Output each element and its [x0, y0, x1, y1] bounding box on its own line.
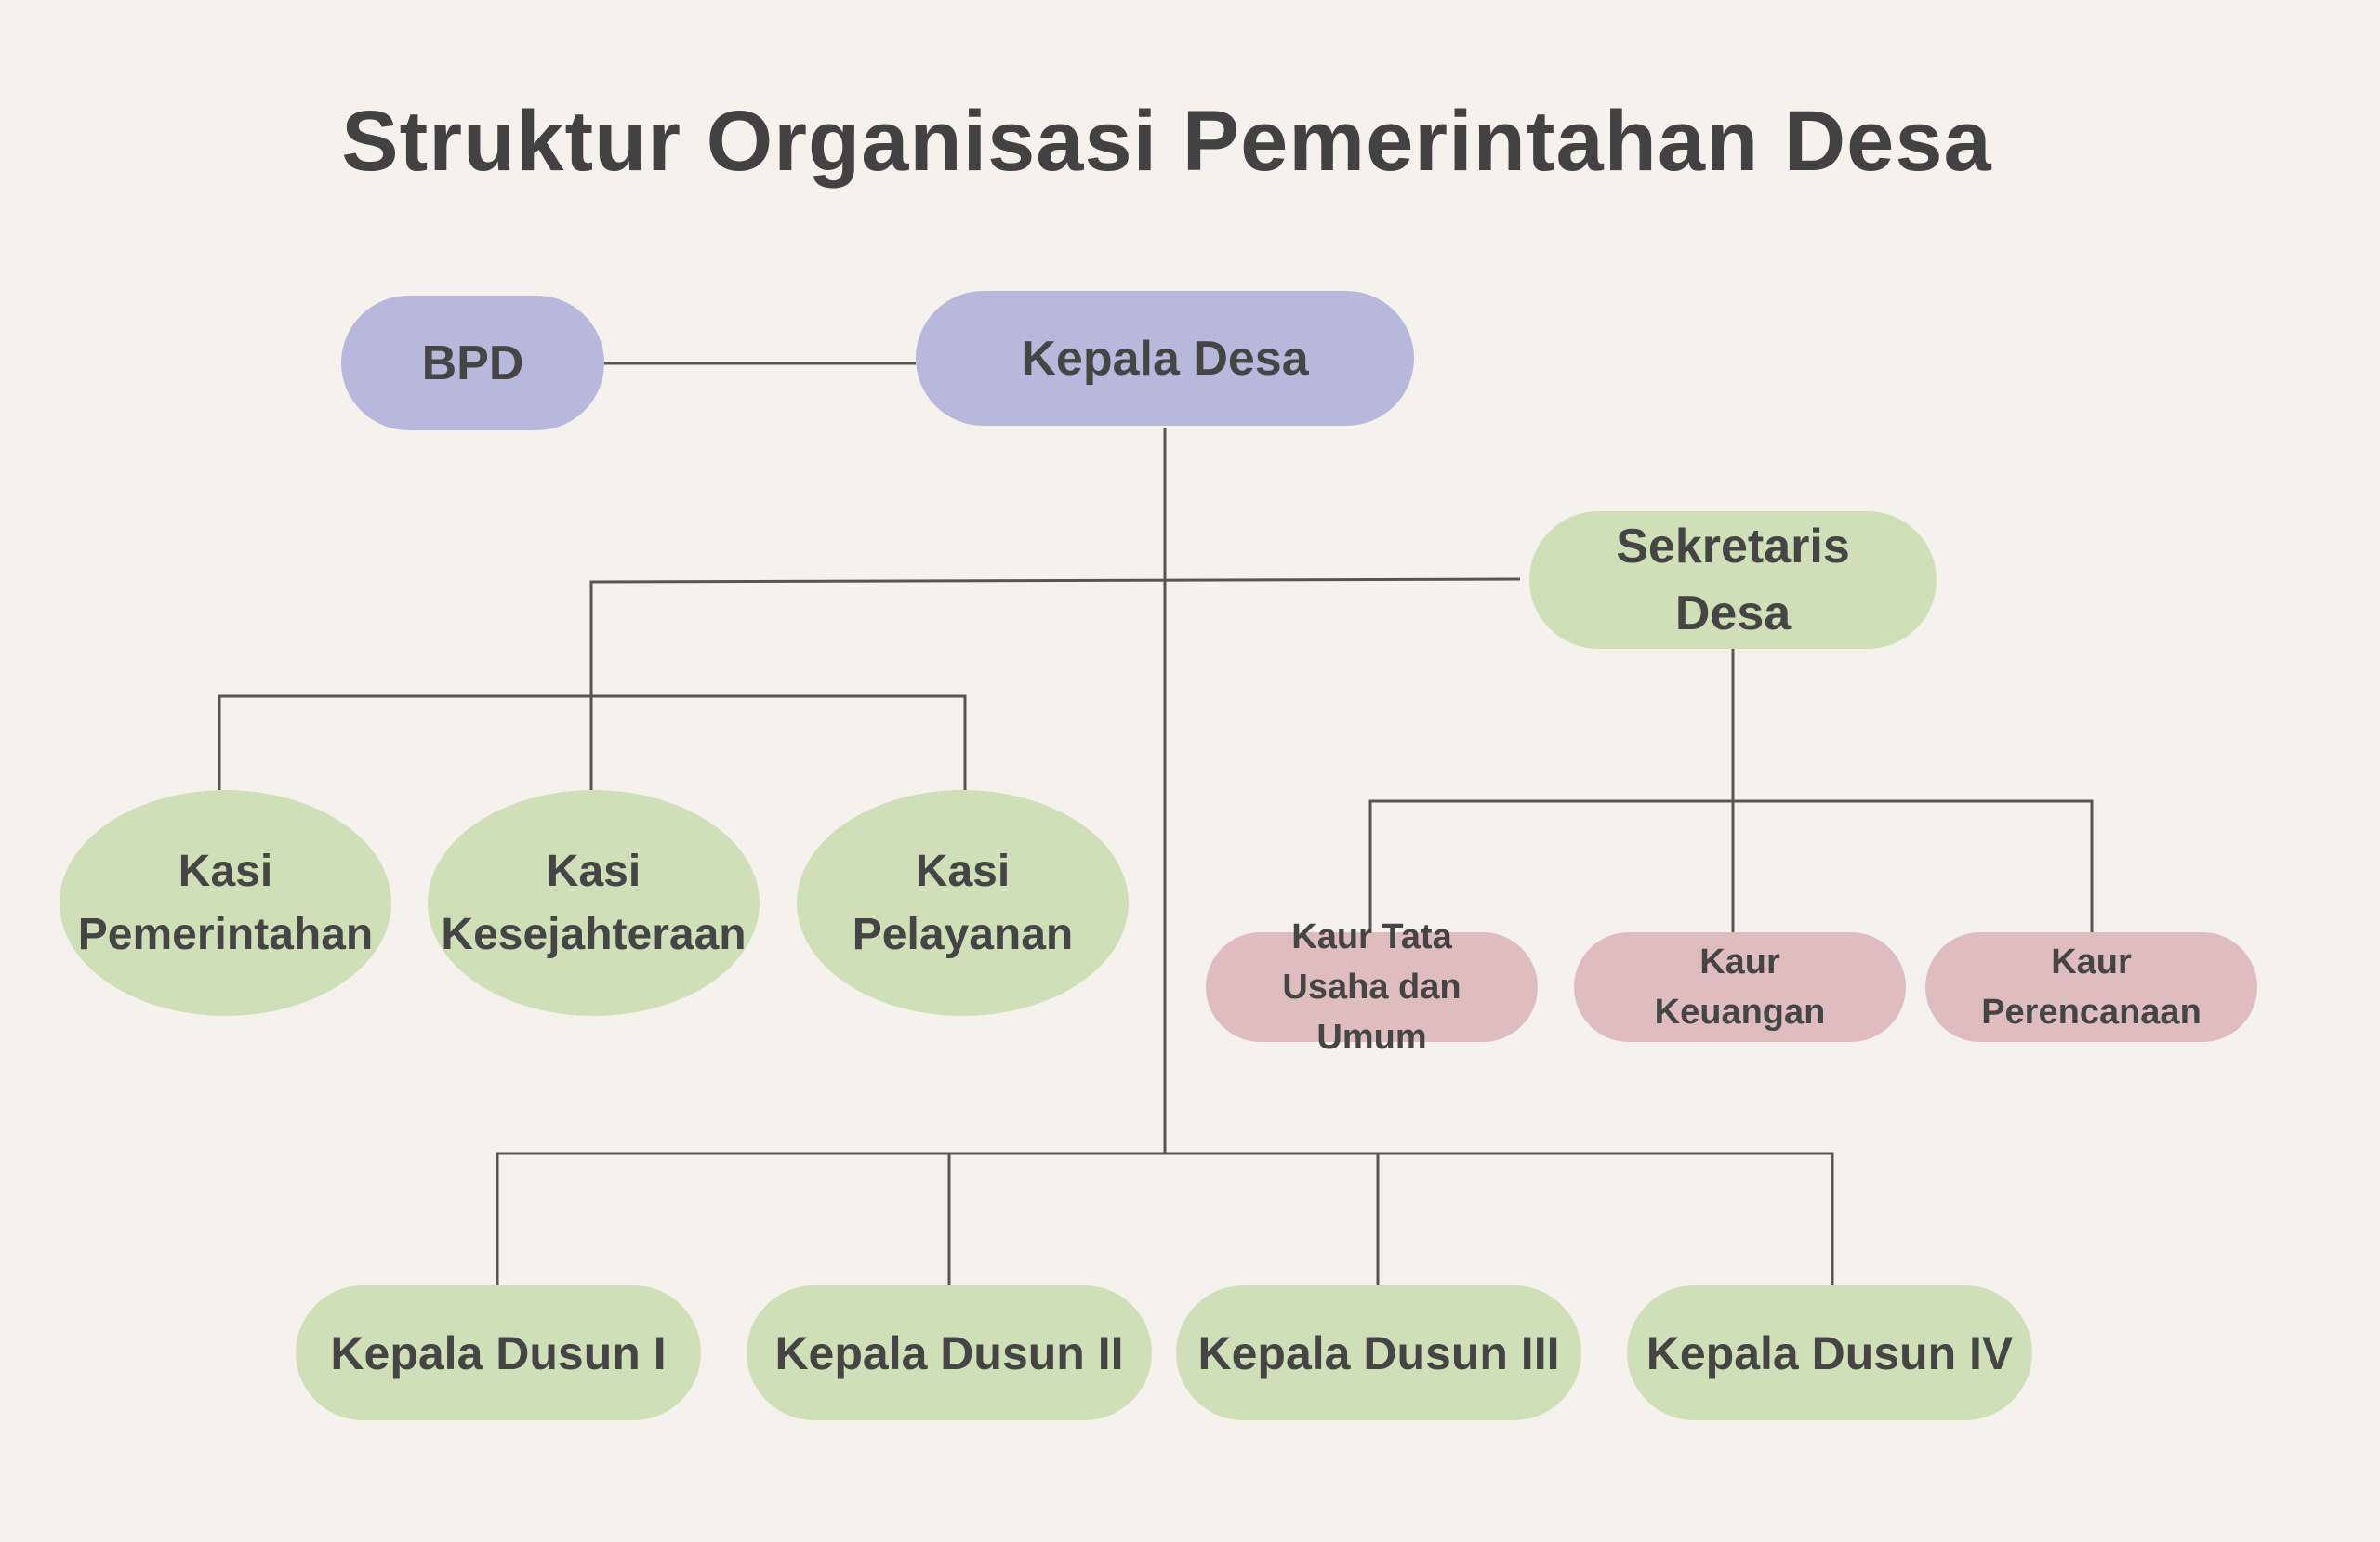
line-kaur-bracket: [1368, 799, 2094, 932]
node-kepala-dusun-1: Kepala Dusun I: [296, 1285, 701, 1420]
node-bpd: BPD: [341, 296, 604, 430]
node-label: Kaur Tata Usaha dan Umum: [1282, 917, 1461, 1057]
line-dusun-bracket: [496, 1152, 1834, 1285]
node-label: Kasi Pelayanan: [852, 846, 1074, 959]
node-kepala-dusun-2: Kepala Dusun II: [747, 1285, 1152, 1420]
node-kaur-tata-usaha: Kaur Tata Usaha dan Umum: [1206, 917, 1538, 1057]
node-label: Kepala Dusun II: [774, 1326, 1124, 1379]
node-sekretaris-desa: Sekretaris Desa: [1529, 511, 1937, 649]
node-kaur-perencanaan: Kaur Perencanaan: [1925, 932, 2257, 1042]
node-kaur-keuangan: Kaur Keuangan: [1574, 932, 1906, 1042]
chart-title: Struktur Organisasi Pemerintahan Desa: [341, 94, 1992, 189]
node-label: BPD: [421, 336, 524, 390]
node-kasi-pemerintahan: Kasi Pemerintahan: [60, 790, 391, 1016]
node-label: Kepala Dusun I: [330, 1326, 667, 1379]
node-kepala-dusun-3: Kepala Dusun III: [1176, 1285, 1581, 1420]
node-label: Kepala Desa: [1021, 331, 1309, 386]
node-kepala-dusun-4: Kepala Dusun IV: [1627, 1285, 2032, 1420]
node-kasi-kesejahteraan: Kasi Kesejahteraan: [428, 790, 760, 1016]
node-label: Kaur Perencanaan: [1981, 942, 2202, 1032]
line-sekretaris-to-kasi: [589, 577, 1521, 790]
node-label: Sekretaris Desa: [1616, 520, 1850, 640]
node-kepala-desa: Kepala Desa: [916, 291, 1414, 426]
node-label: Kepala Dusun IV: [1646, 1326, 2014, 1379]
node-label: Kasi Pemerintahan: [77, 846, 374, 959]
node-label: Kaur Keuangan: [1654, 942, 1826, 1032]
node-label: Kepala Dusun III: [1197, 1326, 1560, 1379]
node-kasi-pelayanan: Kasi Pelayanan: [797, 790, 1129, 1016]
line-kasi-bracket: [218, 694, 967, 790]
node-label: Kasi Kesejahteraan: [441, 846, 747, 959]
